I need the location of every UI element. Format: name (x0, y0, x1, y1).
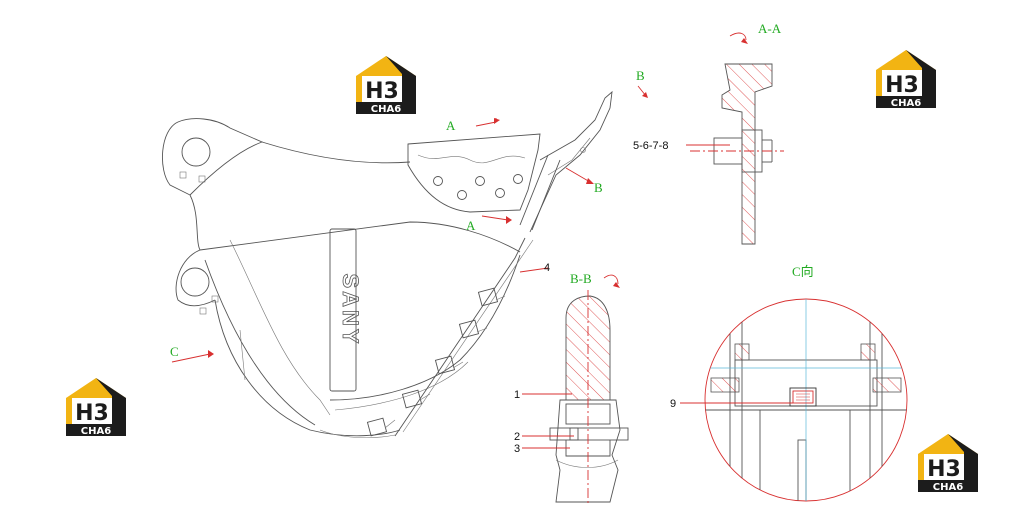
section-bb-label: B-B (570, 271, 592, 286)
arrow-b-upper-label: B (636, 68, 645, 83)
part-number-1: 1 (514, 389, 520, 401)
view-c-detail (704, 298, 908, 502)
part-number-9: 9 (670, 398, 676, 410)
bucket-side-view: SANY (162, 90, 613, 439)
logo-word: CHA6 (891, 98, 921, 109)
part-leaders (519, 144, 793, 449)
logo-number: H3 (75, 401, 109, 426)
arrow-a-lower-label: A (466, 218, 476, 233)
sany-logo-text: SANY (338, 273, 363, 346)
part-number-5-6-7-8: 5-6-7-8 (633, 140, 668, 152)
side-cutter (407, 133, 541, 213)
logo-number: H3 (365, 79, 399, 104)
arrow-a-upper-label: A (446, 118, 456, 133)
view-arrows (171, 85, 648, 363)
brand-logo-1: H3 CHA6 (356, 56, 416, 115)
logo-number: H3 (927, 457, 961, 482)
arrow-c-label: C (170, 344, 179, 359)
part-number-4: 4 (544, 262, 550, 274)
brand-logo-2: H3 CHA6 (876, 50, 936, 109)
logo-word: CHA6 (81, 426, 111, 437)
view-c-label: C向 (792, 264, 814, 279)
section-aa-label: A-A (758, 21, 782, 36)
section-aa-view (690, 32, 784, 245)
arrow-b-lower-label: B (594, 180, 603, 195)
tooth-adapter-detail (519, 90, 613, 233)
part-number-2: 2 (514, 431, 520, 443)
logo-word: CHA6 (933, 482, 963, 493)
brand-logo-3: H3 CHA6 (66, 378, 126, 437)
section-bb-view (549, 274, 629, 505)
logo-word: CHA6 (371, 104, 401, 115)
logo-number: H3 (885, 73, 919, 98)
bucket-teeth (366, 287, 506, 437)
part-number-3: 3 (514, 443, 520, 455)
brand-logo-4: H3 CHA6 (918, 434, 978, 493)
